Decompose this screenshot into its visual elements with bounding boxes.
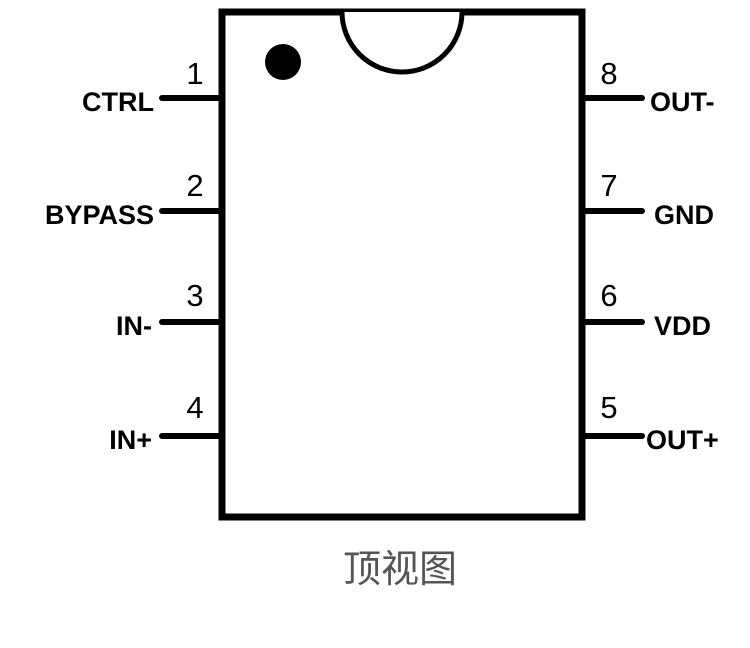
pin-name: GND: [654, 200, 714, 230]
pin-name: IN-: [116, 311, 152, 341]
right-pin-5: 5 OUT+: [579, 390, 719, 455]
pin-name: IN+: [109, 425, 152, 455]
pin-name: CTRL: [82, 87, 154, 117]
pin-number: 8: [600, 56, 617, 91]
right-pin-8: 8 OUT-: [579, 56, 715, 117]
right-pin-7: 7 GND: [579, 168, 714, 230]
left-pin-1: 1 CTRL: [82, 56, 225, 117]
pin-number: 7: [600, 168, 617, 203]
orientation-notch: [339, 11, 465, 75]
pin-number: 6: [600, 278, 617, 313]
left-pin-4: 4 IN+: [109, 390, 225, 455]
left-pin-3: 3 IN-: [116, 278, 225, 341]
right-pin-6: 6 VDD: [579, 278, 711, 341]
pin-name: VDD: [654, 311, 711, 341]
view-caption: 顶视图: [343, 547, 457, 591]
pin-number: 2: [186, 168, 203, 203]
pin-name: OUT-: [650, 87, 715, 117]
pin-number: 5: [600, 390, 617, 425]
pin-name: OUT+: [646, 425, 719, 455]
ic-package-body: [218, 8, 586, 521]
pin1-indicator-dot: [265, 44, 301, 80]
pin-number: 1: [186, 56, 203, 91]
pin-name: BYPASS: [45, 200, 154, 230]
pin-number: 3: [186, 278, 203, 313]
left-pin-2: 2 BYPASS: [45, 168, 225, 230]
pin-number: 4: [186, 390, 203, 425]
